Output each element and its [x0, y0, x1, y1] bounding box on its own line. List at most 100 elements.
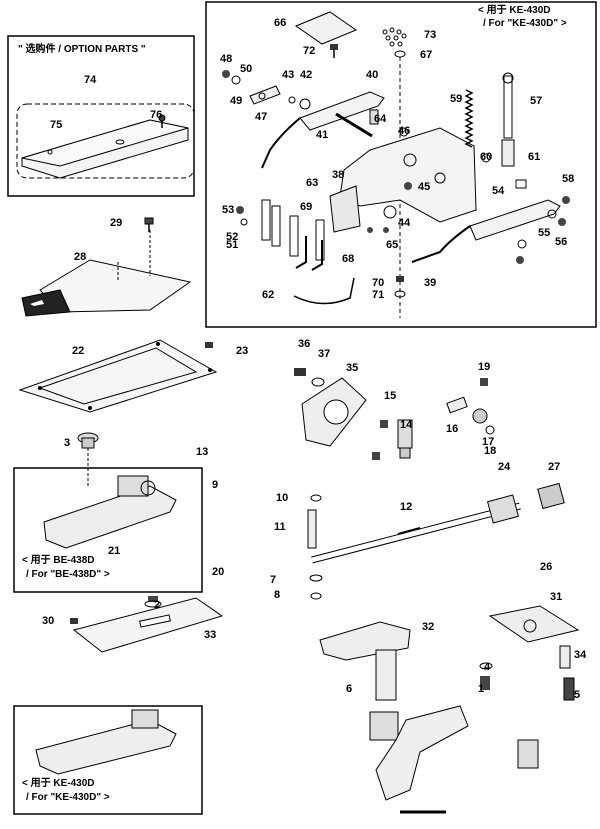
pedal-arm-5: [375, 705, 469, 801]
part-label-22: 22: [72, 345, 84, 357]
part-label-23: 23: [236, 345, 248, 357]
pin-33: [559, 645, 571, 669]
lever-39-right: [411, 199, 561, 263]
part-label-40: 40: [366, 69, 378, 81]
part-label-71: 71: [372, 289, 384, 301]
part-label-64: 64: [374, 113, 387, 125]
part-label-11: 11: [274, 521, 286, 533]
cover-plate-66: [294, 11, 358, 45]
part-label-41: 41: [316, 129, 328, 141]
screw-70: [396, 276, 404, 282]
presser-foot-25: [35, 709, 177, 775]
part-label-24: 24: [498, 461, 511, 473]
be438d-frame: [13, 467, 203, 593]
screw-23: [205, 342, 213, 348]
part-label-16: 16: [446, 423, 458, 435]
part-label-42: 42: [300, 69, 312, 81]
part-label-75: 75: [50, 119, 62, 131]
screw-76: [158, 114, 166, 128]
part-label-5: 5: [574, 689, 580, 701]
ball-set-73: [382, 27, 407, 47]
washer-71: [394, 290, 406, 298]
washer-67: [394, 50, 406, 318]
plate-30: [488, 605, 580, 643]
part-label-73: 73: [424, 29, 436, 41]
part-label-60: 60: [480, 151, 492, 163]
pin-64: [369, 109, 379, 125]
part-label-32: 32: [422, 621, 434, 633]
washer-32: [479, 662, 493, 670]
part-label-53: 53: [222, 204, 234, 216]
feed-plate-28: [21, 230, 192, 317]
part-label-59: 59: [450, 93, 462, 105]
pin-10: [307, 509, 317, 549]
part-label-46: 46: [398, 125, 410, 137]
part-label-33: 33: [204, 629, 216, 641]
part-label-49: 49: [230, 95, 242, 107]
part-label-55: 55: [538, 227, 550, 239]
ke430d-upper-frame: [205, 1, 597, 328]
part-label-8: 8: [274, 589, 280, 601]
ke430d-caption-line1: < 用于 KE-430D: [478, 4, 551, 16]
part-label-19: 19: [478, 361, 490, 373]
rings-11-12: [309, 494, 323, 600]
rod-57: [502, 72, 514, 139]
washer-37: [311, 377, 325, 387]
part-label-45: 45: [418, 181, 430, 193]
part-label-47: 47: [255, 111, 267, 123]
knob-3: [77, 432, 99, 486]
part-label-14: 14: [400, 419, 413, 431]
part-label-13: 13: [196, 446, 208, 458]
plate-20: [72, 597, 224, 653]
option-plate-75: [21, 119, 189, 179]
be438d-caption-line2: / For "BE-438D" >: [26, 569, 110, 580]
screw-29: [144, 217, 154, 232]
part-label-6: 6: [346, 683, 352, 695]
be438d-caption-line1: < 用于 BE-438D: [22, 554, 95, 566]
screw-72: [330, 44, 338, 58]
part-label-3: 3: [64, 437, 70, 449]
main-bracket-38: [329, 127, 477, 233]
part-label-31: 31: [550, 591, 562, 603]
part-label-20: 20: [212, 566, 224, 578]
part-label-2: 2: [154, 599, 160, 611]
small-parts-upper: [222, 70, 570, 264]
part-label-17: 17: [482, 436, 494, 448]
pulley-14-upper: [397, 419, 413, 459]
part-label-1: 1: [478, 683, 484, 695]
part-label-12: 12: [400, 501, 412, 513]
spring-59: [464, 89, 474, 148]
part-label-18: 18: [484, 445, 496, 457]
part-label-10: 10: [276, 492, 288, 504]
ke430d-caption-line2: / For "KE-430D" >: [483, 18, 567, 29]
wire-62: [293, 277, 355, 305]
part-label-65: 65: [386, 239, 398, 251]
part-label-74: 74: [84, 74, 97, 86]
pin-16: [446, 396, 468, 414]
ke430d-lower-caption-line1: < 用于 KE-430D: [22, 777, 95, 789]
part-label-66: 66: [274, 17, 286, 29]
presser-foot-24: [43, 475, 177, 549]
part-label-26: 26: [540, 561, 552, 573]
screw-26: [144, 596, 162, 608]
part-label-27: 27: [548, 461, 560, 473]
main-shaft-9: [311, 502, 521, 564]
part-label-44: 44: [398, 217, 411, 229]
part-label-57: 57: [530, 95, 542, 107]
bracket-35: [301, 377, 367, 447]
part-label-43: 43: [282, 69, 294, 81]
ring-18: [485, 425, 495, 435]
screw-21: [70, 618, 78, 624]
ke430d-lower-frame: [13, 705, 203, 815]
part-label-51: 51: [226, 239, 238, 251]
part-label-4: 4: [484, 661, 491, 673]
collar-1: [369, 649, 399, 741]
part-label-37: 37: [318, 348, 330, 360]
bracket-68: [295, 236, 323, 271]
collar-61: [501, 139, 515, 167]
plates-51-53: [261, 199, 325, 261]
part-label-61: 61: [528, 151, 540, 163]
